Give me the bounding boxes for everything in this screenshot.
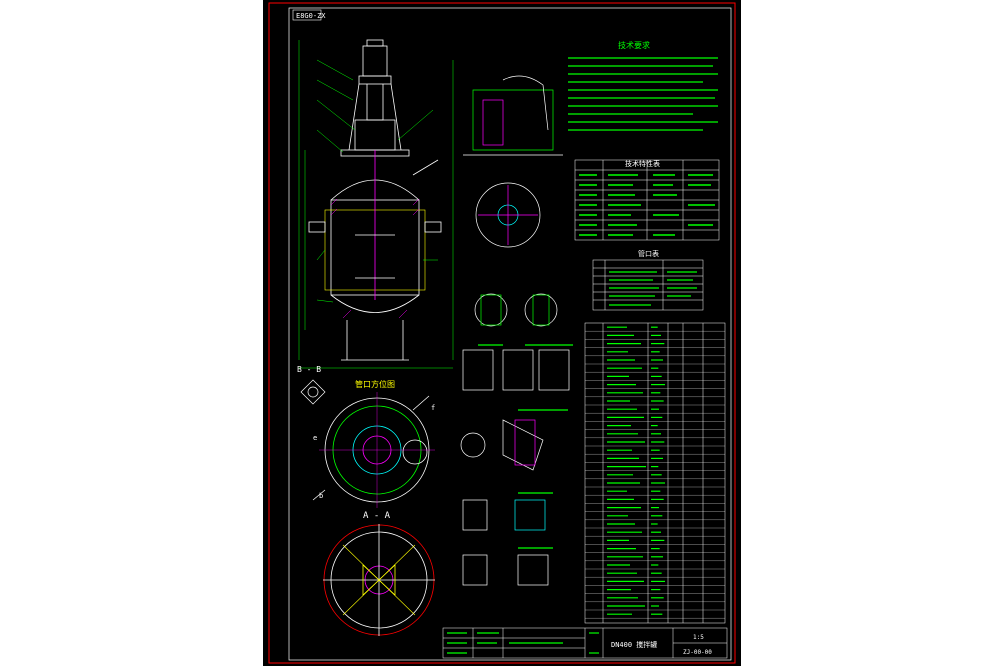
section-aa — [323, 524, 435, 636]
section-bb-label: B - B — [297, 365, 321, 374]
tech-table — [574, 159, 720, 241]
orientation-mark-e: e — [313, 434, 317, 442]
vessel-elevation — [308, 39, 442, 361]
parts-list — [584, 322, 726, 624]
vessel-hatch — [330, 198, 420, 319]
section-aa-label: A - A — [363, 511, 391, 521]
section-details — [460, 349, 570, 586]
title-block — [442, 627, 728, 659]
cad-sheet: E8G0-ZX — [263, 0, 741, 666]
drawing-code-box — [292, 9, 322, 21]
tech-requirements-lines — [568, 57, 718, 131]
nozzle-orientation-view — [312, 392, 435, 508]
outer-frame — [268, 2, 736, 664]
tech-table-title: 技术特性表 — [625, 159, 660, 168]
drawing-code: E8G0-ZX — [296, 12, 326, 20]
tech-table-entries — [579, 174, 715, 236]
parts-list-rows — [585, 326, 725, 619]
nozzle-table-title: 管口表 — [638, 249, 659, 258]
orientation-mark-f: f — [431, 404, 435, 412]
orientation-mark-b: b — [319, 492, 323, 500]
detail-labels — [478, 344, 573, 549]
cad-drawing: E8G0-ZX — [268, 2, 736, 664]
elevation-dimensions — [298, 40, 454, 369]
title-name: DN400 搅拌罐 — [611, 640, 657, 649]
detail-views — [463, 75, 563, 327]
title-scale: 1:5 — [693, 634, 704, 641]
title-code: ZJ-00-00 — [683, 649, 712, 656]
tech-requirements-title: 技术要求 — [618, 40, 650, 50]
title-block-entries — [447, 632, 599, 654]
nozzle-table-entries — [609, 271, 697, 306]
nozzle-orientation-title: 管口方位图 — [355, 379, 395, 389]
section-bb — [300, 379, 326, 405]
inner-frame — [288, 7, 732, 661]
nozzle-table — [592, 259, 704, 311]
